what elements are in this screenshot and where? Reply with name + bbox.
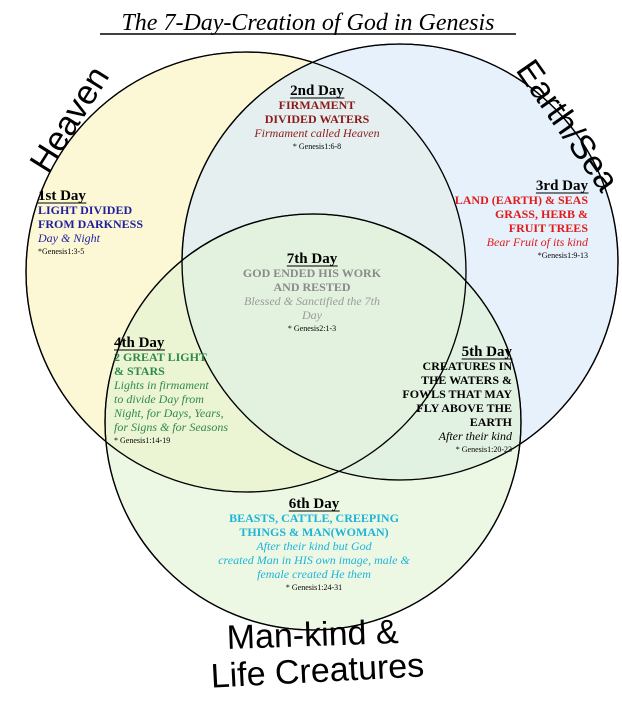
day5-line: FLY ABOVE THE xyxy=(416,401,512,415)
day2-italic-line: Firmament called Heaven xyxy=(253,126,379,140)
day5-heading: 5th Day xyxy=(462,344,513,360)
diagram-title: The 7-Day-Creation of God in Genesis xyxy=(121,10,494,36)
day3-line: LAND (EARTH) & SEAS xyxy=(455,193,589,207)
day5-italic-line: After their kind xyxy=(438,429,513,443)
day7-italic-line: Day xyxy=(301,308,323,322)
day7-reference: * Genesis2:1-3 xyxy=(288,324,336,333)
day1-line: LIGHT DIVIDED xyxy=(38,203,132,217)
mankind-outline xyxy=(104,213,522,631)
day1-reference: *Genesis1:3-5 xyxy=(38,247,84,256)
day7-line: AND RESTED xyxy=(273,280,350,294)
day4-italic-line: Lights in firmament xyxy=(113,378,209,392)
day6-line: BEASTS, CATTLE, CREEPING xyxy=(229,511,399,525)
day6-heading: 6th Day xyxy=(289,496,340,512)
day3-italic-line: Bear Fruit of its kind xyxy=(487,235,589,249)
day3-line: GRASS, HERB & xyxy=(495,207,588,221)
day3-heading: 3rd Day xyxy=(536,178,589,194)
day6-italic-line: created Man in HIS own image, male & xyxy=(218,553,410,567)
day2-line: FIRMAMENT xyxy=(279,98,356,112)
day4-italic-line: Night, for Days, Years, xyxy=(113,406,224,420)
day6-reference: * Genesis1:24-31 xyxy=(286,583,342,592)
day6-italic-line: After their kind but God xyxy=(255,539,372,553)
day1-heading: 1st Day xyxy=(38,188,86,204)
day3-line: FRUIT TREES xyxy=(509,221,589,235)
day5-line: FOWLS THAT MAY xyxy=(402,387,512,401)
earth-sea-outline xyxy=(181,43,619,481)
day4-heading: 4th Day xyxy=(114,335,165,351)
day5-line: THE WATERS & xyxy=(421,373,512,387)
day7-line: GOD ENDED HIS WORK xyxy=(243,266,382,280)
day6-italic-line: female created He them xyxy=(257,567,371,581)
mankind-label-line1: Man-kind & xyxy=(226,613,400,657)
day2-line: DIVIDED WATERS xyxy=(265,112,370,126)
day4-line: 2 GREAT LIGHT xyxy=(114,350,207,364)
day5-line: EARTH xyxy=(470,415,513,429)
day5-line: CREATURES IN xyxy=(423,359,513,373)
day5-reference: * Genesis1:20-23 xyxy=(456,445,512,454)
day7-italic-line: Blessed & Sanctified the 7th xyxy=(244,294,380,308)
day1-line: FROM DARKNESS xyxy=(38,217,143,231)
day4-italic-line: to divide Day from xyxy=(114,392,204,406)
day2-reference: * Genesis1:6-8 xyxy=(293,142,341,151)
day1-italic-line: Day & Night xyxy=(37,231,101,245)
day4-reference: * Genesis1:14-19 xyxy=(114,436,170,445)
day6-line: THINGS & MAN(WOMAN) xyxy=(239,525,388,539)
day3-reference: *Genesis1:9-13 xyxy=(538,251,588,260)
day2-heading: 2nd Day xyxy=(290,83,344,99)
heaven-outline xyxy=(25,51,467,493)
day7-heading: 7th Day xyxy=(287,251,338,267)
day4-italic-line: for Signs & for Seasons xyxy=(114,420,228,434)
day4-line: & STARS xyxy=(114,364,165,378)
